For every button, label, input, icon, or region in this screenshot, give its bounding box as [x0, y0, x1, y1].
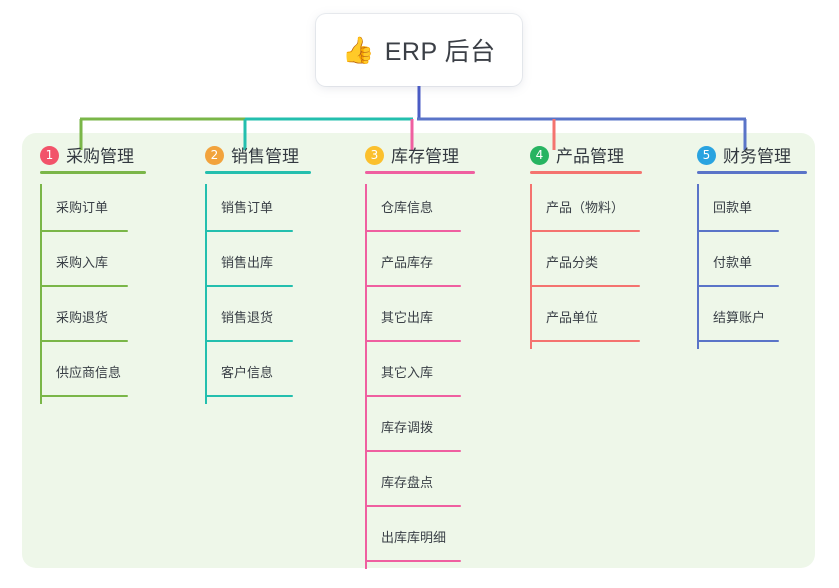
item-spine — [365, 459, 367, 514]
item-underline — [697, 285, 779, 287]
menu-item-label: 仓库信息 — [381, 200, 434, 215]
branch-badge-4: 4 — [530, 146, 549, 165]
menu-item-label: 产品单位 — [546, 310, 599, 325]
item-underline — [365, 230, 461, 232]
item-underline — [697, 340, 779, 342]
item-spine — [40, 294, 42, 349]
branch-title-3: 库存管理 — [391, 147, 459, 166]
menu-item-label: 付款单 — [713, 255, 753, 270]
item-underline — [40, 285, 128, 287]
menu-item-label: 采购入库 — [56, 255, 109, 270]
menu-item-label: 库存盘点 — [381, 475, 434, 490]
menu-item-label: 销售出库 — [221, 255, 274, 270]
branch-underline-5 — [697, 171, 807, 174]
menu-item-label: 回款单 — [713, 200, 753, 215]
item-spine — [205, 239, 207, 294]
menu-item-label: 产品分类 — [546, 255, 599, 270]
item-spine — [365, 239, 367, 294]
branch-underline-4 — [530, 171, 642, 174]
menu-item-label: 结算账户 — [713, 310, 766, 325]
branch-badge-3: 3 — [365, 146, 384, 165]
menu-item-label: 产品库存 — [381, 255, 434, 270]
menu-item-label: 库存调拨 — [381, 420, 434, 435]
menu-item-label: 销售退货 — [221, 310, 274, 325]
item-spine — [365, 184, 367, 239]
item-underline — [697, 230, 779, 232]
item-spine — [40, 349, 42, 404]
branch-underline-1 — [40, 171, 146, 174]
item-spine — [697, 184, 699, 239]
item-spine — [40, 184, 42, 239]
branch-badge-1: 1 — [40, 146, 59, 165]
item-underline — [40, 340, 128, 342]
branch-title-4: 产品管理 — [556, 147, 624, 166]
item-spine — [530, 184, 532, 239]
item-underline — [365, 505, 461, 507]
item-spine — [205, 294, 207, 349]
menu-item-label: 出库库明细 — [381, 530, 447, 545]
thumbs-up-icon: 👍 — [342, 35, 375, 65]
item-underline — [205, 285, 293, 287]
item-underline — [365, 450, 461, 452]
item-spine — [205, 349, 207, 404]
item-underline — [365, 560, 461, 562]
item-spine — [530, 239, 532, 294]
item-spine — [697, 239, 699, 294]
item-underline — [40, 395, 128, 397]
menu-item-label: 客户信息 — [221, 365, 274, 380]
branch-title-1: 采购管理 — [66, 147, 134, 166]
item-underline — [205, 340, 293, 342]
item-spine — [530, 294, 532, 349]
menu-item-label: 产品（物料） — [546, 200, 625, 215]
item-underline — [365, 340, 461, 342]
item-underline — [530, 230, 640, 232]
branch-badge-2: 2 — [205, 146, 224, 165]
branch-title-2: 销售管理 — [231, 147, 299, 166]
branch-underline-2 — [205, 171, 311, 174]
item-spine — [365, 349, 367, 404]
item-underline — [530, 340, 640, 342]
menu-item-label: 其它入库 — [381, 365, 434, 380]
item-underline — [365, 395, 461, 397]
item-spine — [365, 294, 367, 349]
item-underline — [40, 230, 128, 232]
item-spine — [205, 184, 207, 239]
branches-panel — [22, 133, 815, 568]
branch-title-5: 财务管理 — [723, 147, 791, 166]
item-underline — [365, 285, 461, 287]
item-underline — [205, 395, 293, 397]
item-underline — [205, 230, 293, 232]
item-spine — [697, 294, 699, 349]
branch-underline-3 — [365, 171, 475, 174]
branch-badge-5: 5 — [697, 146, 716, 165]
menu-item-label: 销售订单 — [221, 200, 274, 215]
item-spine — [40, 239, 42, 294]
item-underline — [530, 285, 640, 287]
item-spine — [365, 514, 367, 569]
root-node-erp-backend[interactable]: 👍 ERP 后台 — [316, 14, 522, 86]
menu-item-label: 供应商信息 — [56, 365, 122, 380]
root-node-title: ERP 后台 — [384, 38, 496, 66]
menu-item-label: 其它出库 — [381, 310, 434, 325]
menu-item-label: 采购订单 — [56, 200, 109, 215]
item-spine — [365, 404, 367, 459]
menu-item-label: 采购退货 — [56, 310, 109, 325]
